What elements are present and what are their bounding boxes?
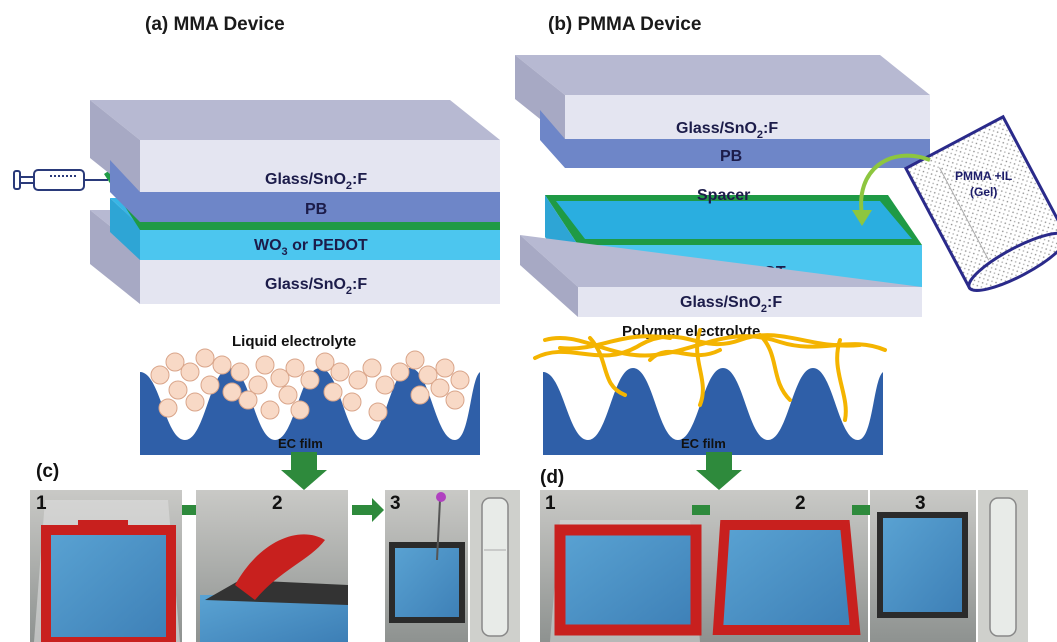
panel-a-title: (a) MMA Device — [145, 14, 285, 35]
c-photo-3: 3 — [385, 490, 468, 642]
b-pb-layer: PB — [540, 110, 930, 168]
panel-d: (d) 1 2 3 — [540, 467, 1028, 642]
a-down-arrow — [281, 452, 327, 490]
a-spacer-line — [104, 170, 500, 230]
d-vial — [978, 490, 1028, 642]
d-step-1: 1 — [545, 493, 556, 514]
a-electrolyte-label: Liquid electrolyte — [232, 333, 356, 350]
b-film-label: EC film — [681, 436, 726, 451]
a-pb-layer: PB — [110, 160, 500, 222]
beaker-label-line1: PMMA +IL — [955, 169, 1012, 183]
panel-c-letter: (c) — [36, 461, 59, 482]
d-photo-3: 3 — [870, 490, 976, 642]
pour-arrow — [859, 153, 931, 216]
d-photo-2: 2 — [710, 490, 868, 642]
c-step-3: 3 — [390, 493, 401, 514]
b-spacer-label: Spacer — [697, 187, 750, 204]
syringe-icon — [13, 169, 108, 191]
d-photo-1: 1 — [540, 490, 710, 642]
panel-a: (a) MMA Device Glass/SnO2:F WO3 or PEDOT… — [13, 14, 500, 490]
c-step-2: 2 — [272, 493, 283, 514]
b-top-glass-label: Glass/SnO2:F — [676, 120, 778, 141]
b-pb-label: PB — [720, 148, 742, 165]
b-bottom-glass-label: Glass/SnO2:F — [680, 294, 782, 315]
b-top-glass-layer: Glass/SnO2:F — [515, 55, 930, 141]
beaker-icon: PMMA +IL (Gel) — [903, 114, 1057, 292]
a-wo3-label: WO3 or PEDOT — [254, 237, 368, 258]
a-top-glass-layer: Glass/SnO2:F — [90, 100, 500, 198]
b-bottom-glass-layer: Glass/SnO2:F — [520, 235, 922, 317]
d-step-3: 3 — [915, 493, 926, 514]
c-photo-2: 2 — [196, 490, 348, 642]
panel-d-letter: (d) — [540, 467, 564, 488]
b-down-arrow — [696, 452, 742, 490]
a-ec-film-illustration: EC film — [140, 348, 480, 455]
panel-b-title: (b) PMMA Device — [548, 14, 701, 35]
a-pb-label: PB — [305, 201, 327, 218]
c-photo-1: 1 — [30, 490, 182, 642]
c-vial — [470, 490, 520, 642]
a-film-label: EC film — [278, 436, 323, 451]
panel-c: (c) 1 2 3 — [30, 461, 520, 642]
beaker-label-line2: (Gel) — [970, 185, 997, 199]
b-spacer-layer: Spacer — [545, 187, 922, 245]
a-top-glass-label: Glass/SnO2:F — [265, 171, 367, 192]
c-step-1: 1 — [36, 493, 47, 514]
c-arrow-2 — [352, 498, 384, 522]
panel-b: (b) PMMA Device Glass/SnO2:F PB Spacer W… — [515, 14, 1057, 490]
a-bottom-glass-label: Glass/SnO2:F — [265, 276, 367, 297]
d-step-2: 2 — [795, 493, 806, 514]
b-ec-film-illustration: EC film — [533, 328, 887, 455]
pour-arrow-head — [852, 210, 872, 226]
